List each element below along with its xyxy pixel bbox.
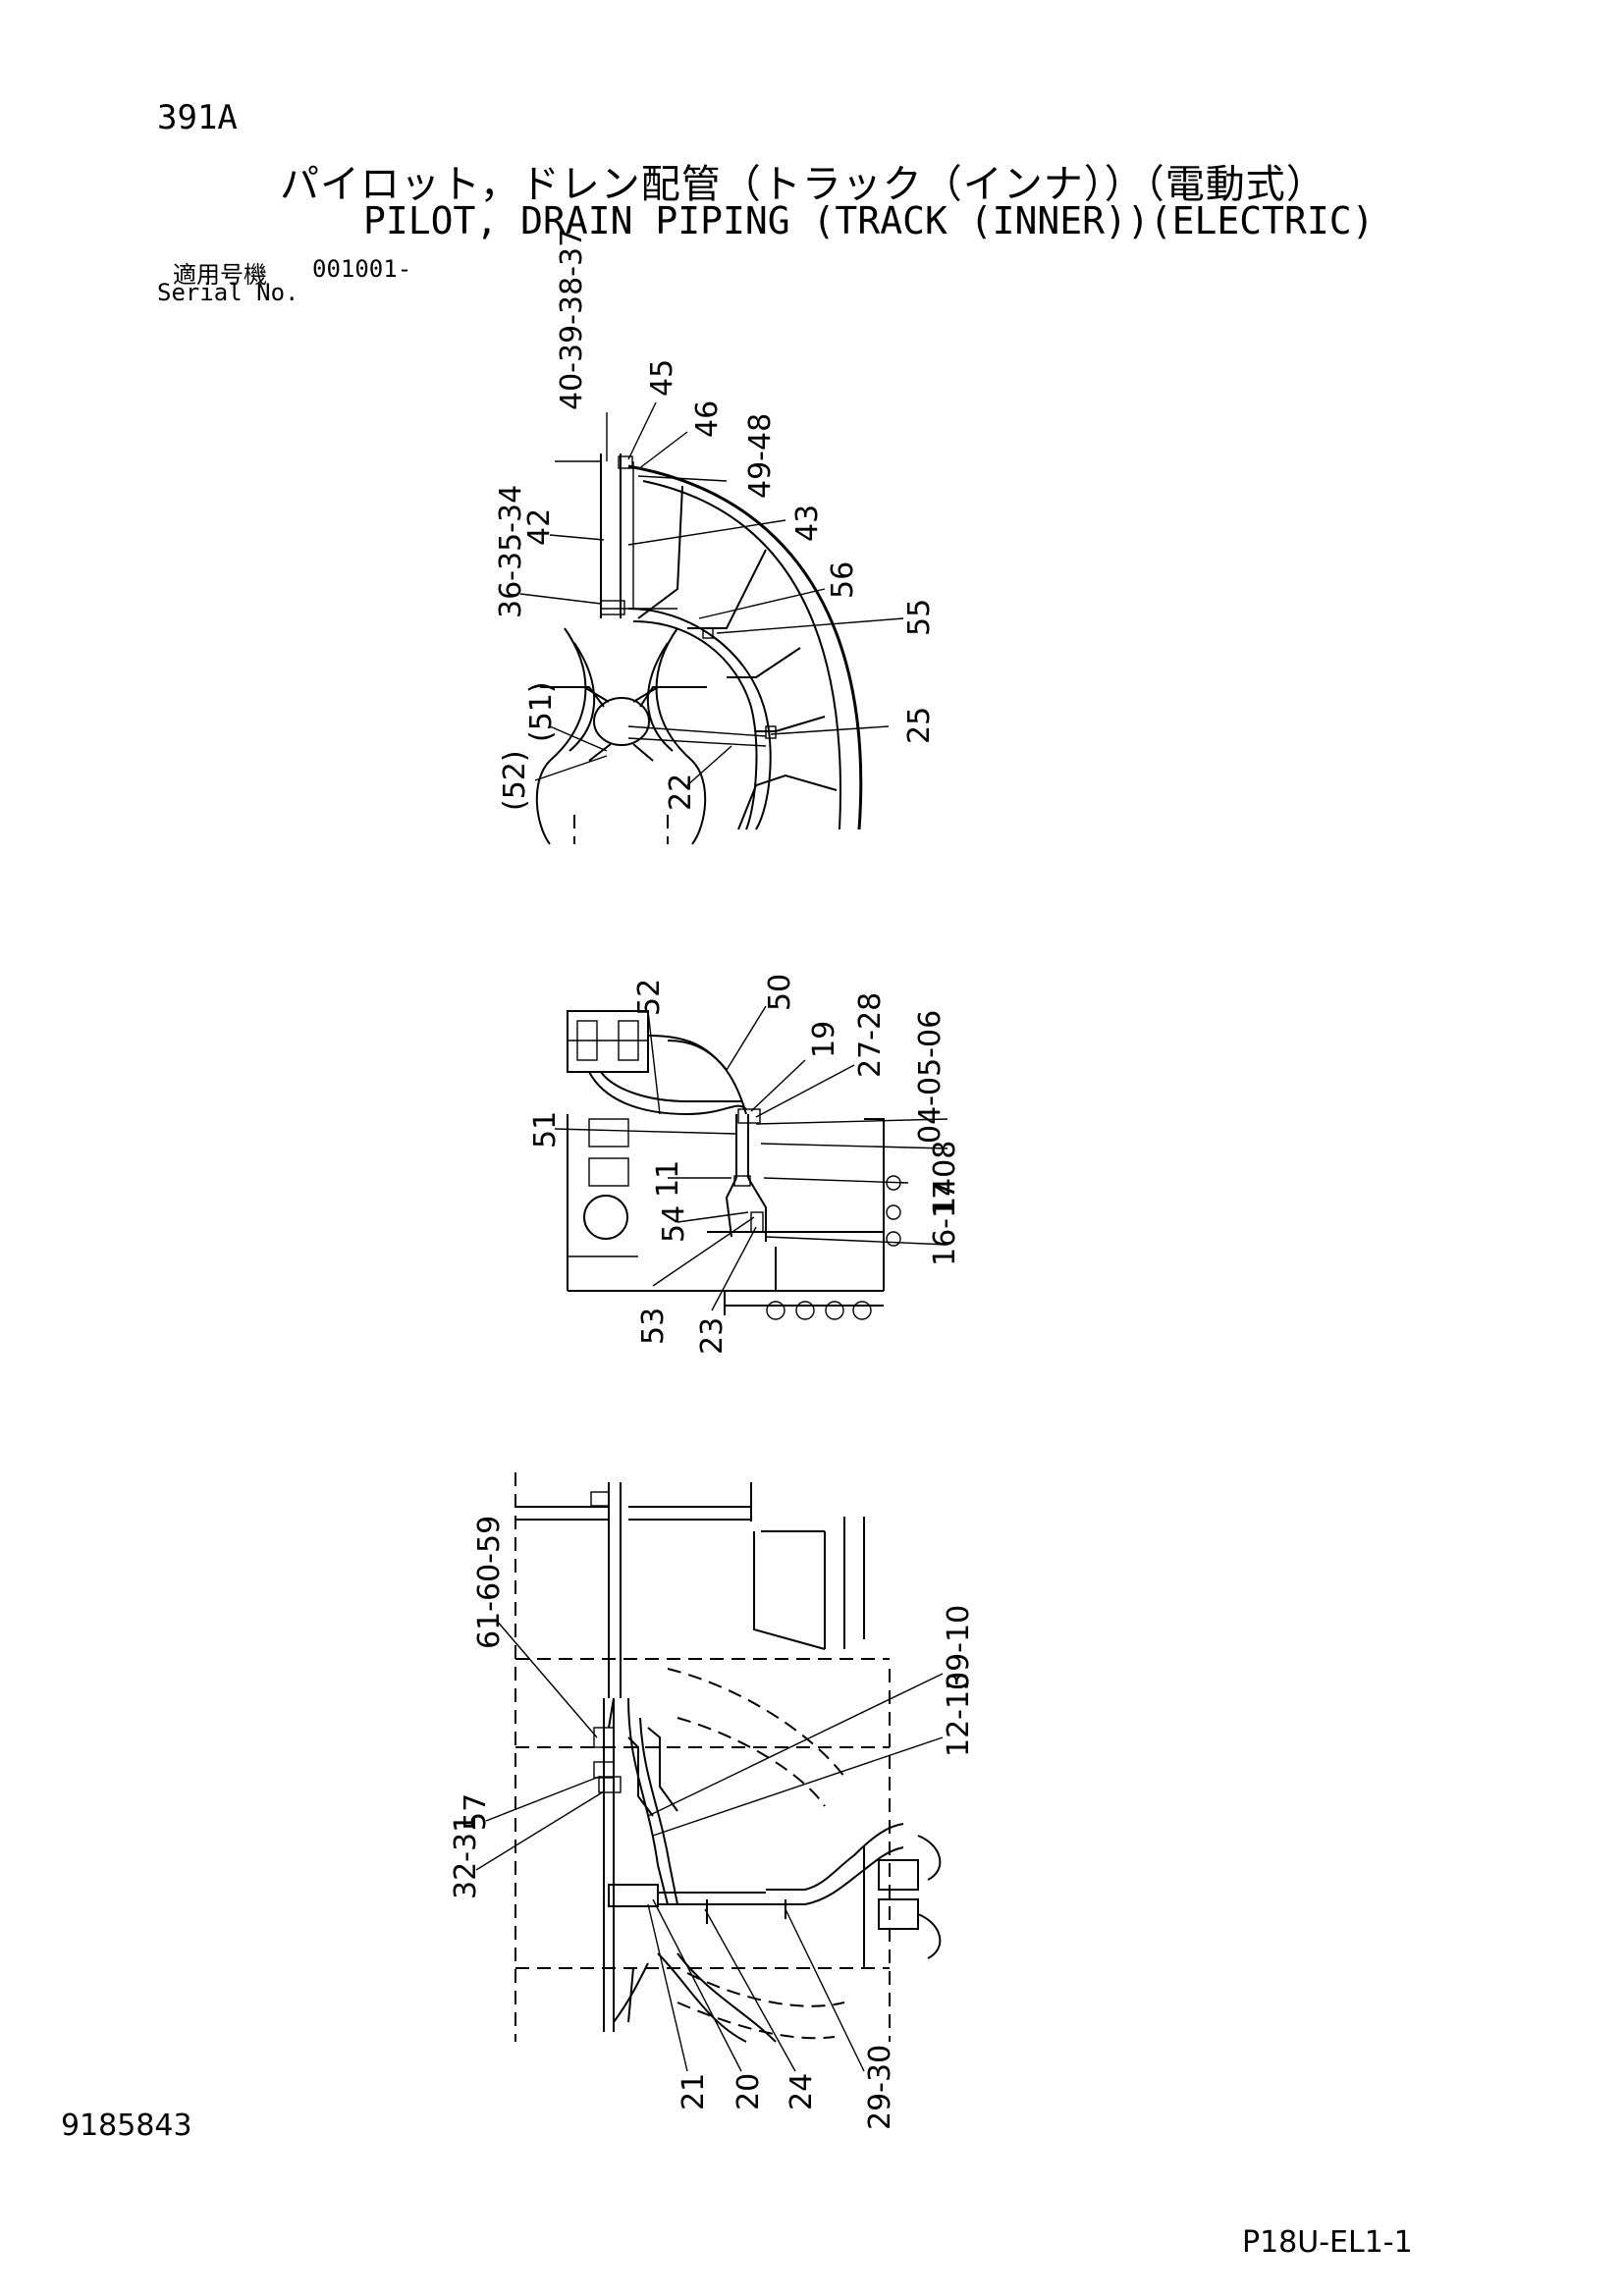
label-43: 43 — [790, 505, 825, 542]
sheet-code: P18U-EL1-1 — [1242, 2225, 1413, 2260]
page-code: 391A — [157, 98, 238, 137]
view-3-leaders — [475, 1619, 944, 2072]
page-title-japanese: パイロット，ドレン配管（トラック（インナ））（電動式） — [280, 162, 1326, 207]
label-16-17: 16-17 — [928, 1181, 962, 1266]
view-2-body — [567, 1010, 901, 1320]
label-52-ref: (52) — [498, 750, 532, 811]
view-1-track-frame — [535, 454, 863, 845]
label-20: 20 — [731, 2073, 766, 2110]
view-2-part-labels: 52 50 19 27-28 04-05-06 51 1408 11 54 16… — [528, 974, 962, 1355]
label-40-39-38-37: 40-39-38-37 — [555, 229, 589, 410]
view-3-track-frame — [514, 1472, 942, 2043]
label-12-13: 12-13 — [942, 1672, 976, 1757]
serial-label-japanese: 適用号機 — [173, 261, 267, 289]
label-52: 52 — [632, 979, 667, 1016]
label-25: 25 — [902, 707, 937, 744]
label-1408: 1408 — [928, 1141, 962, 1215]
label-49-48: 49-48 — [743, 413, 778, 499]
label-53: 53 — [636, 1308, 671, 1345]
view-2-leaders — [554, 1005, 948, 1311]
label-22: 22 — [664, 774, 698, 811]
label-61-60-59: 61-60-59 — [472, 1516, 507, 1649]
label-19: 19 — [807, 1021, 841, 1058]
label-24: 24 — [785, 2073, 819, 2110]
label-46: 46 — [690, 400, 725, 438]
label-42: 42 — [522, 508, 557, 546]
label-51-ref: (51) — [524, 681, 559, 742]
label-29-30: 29-30 — [863, 2045, 897, 2130]
label-56: 56 — [826, 561, 860, 599]
document-number: 9185843 — [61, 2109, 192, 2143]
label-54: 54 — [657, 1205, 691, 1243]
label-51: 51 — [528, 1111, 563, 1148]
view-3-part-labels: 61-60-59 09-10 12-13 57 32-31 21 20 24 2… — [449, 1516, 976, 2130]
label-32-31: 32-31 — [449, 1814, 483, 1899]
label-55: 55 — [902, 599, 937, 636]
label-09-10: 09-10 — [942, 1605, 976, 1690]
label-45: 45 — [645, 359, 679, 397]
view-1-leaders — [519, 401, 904, 786]
label-11: 11 — [651, 1160, 685, 1198]
label-04-05-06: 04-05-06 — [913, 1010, 947, 1144]
label-23: 23 — [695, 1317, 730, 1355]
serial-number: 001001- — [312, 255, 412, 283]
label-27-28: 27-28 — [853, 992, 888, 1078]
view-1-part-labels: 40-39-38-37 45 46 49-48 42 43 36-35-34 5… — [494, 229, 937, 811]
label-57: 57 — [459, 1793, 493, 1831]
serial-label-english: Serial No. — [157, 279, 299, 306]
page-title-english: PILOT, DRAIN PIPING (TRACK (INNER))(ELEC… — [363, 199, 1375, 242]
label-50: 50 — [763, 974, 797, 1011]
label-21: 21 — [677, 2073, 711, 2110]
label-36-35-34: 36-35-34 — [494, 485, 528, 618]
